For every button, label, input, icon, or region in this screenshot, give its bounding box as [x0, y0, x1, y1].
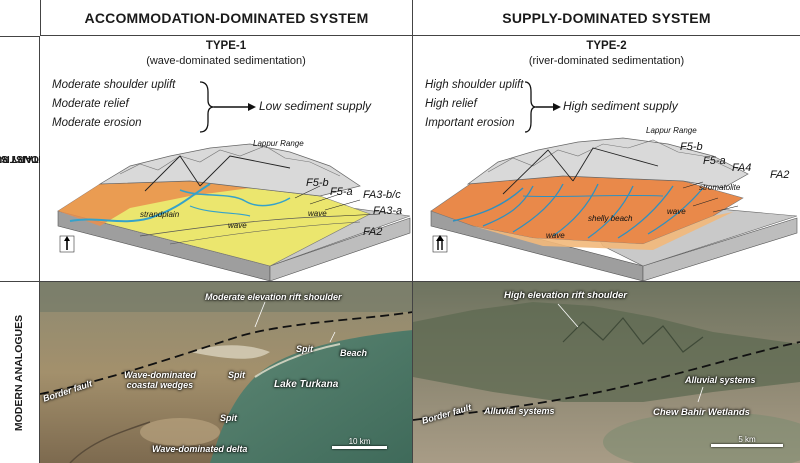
type1-condition-2: Moderate relief: [52, 98, 129, 110]
right-scale-text: 5 km: [738, 435, 756, 444]
type2-stromatolite: stromatolite: [699, 183, 741, 192]
type1-strandplain: strandplain: [140, 210, 180, 219]
type2-block-diagram: [430, 137, 798, 281]
type1-conditions: Moderate shoulder uplift Moderate relief…: [52, 76, 175, 133]
left-lake-name: Lake Turkana: [274, 379, 339, 390]
type2-wave-1: wave: [546, 231, 565, 240]
type1-lappur-range: Lappur Range: [253, 139, 304, 148]
photo-lake-turkana: Moderate elevation rift shoulder Beach B…: [40, 282, 413, 463]
type1-f5a: F5-a: [330, 186, 353, 198]
type1-wave-2: wave: [308, 209, 327, 218]
right-scale-line: [711, 444, 783, 447]
type2-condition-1: High shoulder uplift: [425, 79, 524, 91]
type1-fa2: FA2: [363, 226, 383, 238]
type1-wave-1: wave: [228, 221, 247, 230]
row-label-bottom-text: MODERN ANALOGUES: [13, 314, 26, 431]
left-rift-shoulder: Moderate elevation rift shoulder: [205, 292, 342, 302]
photo-chew-bahir-image: [413, 282, 800, 463]
type2-f5b: F5-b: [680, 141, 703, 153]
right-wetlands: Chew Bahir Wetlands: [653, 407, 750, 418]
type2-brace-arrow: [524, 81, 561, 133]
left-wedges-line1: Wave-dominated: [124, 370, 196, 380]
left-wedges-line2: coastal wedges: [126, 380, 194, 390]
type2-fa4: FA4: [732, 162, 752, 174]
rift-pointer-left: [254, 301, 336, 343]
type2-lappur-range: Lappur Range: [646, 126, 697, 135]
type2-condition-2: High relief: [425, 98, 477, 110]
type1-panel: TYPE-1 (wave-dominated sedimentation) Mo…: [40, 36, 413, 282]
type2-condition-3: Important erosion: [425, 117, 515, 129]
left-delta: Wave-dominated delta: [152, 444, 248, 454]
type1-block-diagram: [57, 143, 411, 281]
left-wedges: Wave-dominated coastal wedges: [124, 370, 196, 390]
left-scale-line: [332, 446, 387, 449]
type2-result: High sediment supply: [563, 99, 678, 113]
header-right-text: SUPPLY-DOMINATED SYSTEM: [502, 9, 711, 26]
type2-shelly-beach: shelly beach: [588, 214, 633, 223]
header-left: ACCOMMODATION-DOMINATED SYSTEM: [40, 0, 413, 36]
right-scale-bar: 5 km: [711, 435, 783, 447]
type1-condition-3: Moderate erosion: [52, 117, 142, 129]
type2-subtitle: (river-dominated sedimentation): [528, 55, 685, 67]
type1-fa3bc: FA3-b/c: [363, 189, 401, 201]
left-spit-3: Spit: [220, 413, 237, 423]
header-left-text: ACCOMMODATION-DOMINATED SYSTEM: [84, 9, 369, 26]
left-spit-2: Spit: [228, 370, 245, 380]
header-right: SUPPLY-DOMINATED SYSTEM: [413, 0, 800, 36]
type2-f5a: F5-a: [703, 155, 726, 167]
type1-condition-1: Moderate shoulder uplift: [52, 79, 176, 91]
type1-brace-arrow: [199, 81, 256, 133]
type2-wave-2: wave: [667, 207, 686, 216]
right-alluvial-1: Alluvial systems: [685, 375, 756, 385]
type1-subtitle: (wave-dominated sedimentation): [146, 55, 306, 67]
left-spit-1: Spit: [296, 344, 313, 354]
photo-lake-turkana-image: [40, 282, 412, 463]
left-scale-text: 10 km: [348, 437, 371, 446]
photo-chew-bahir: High elevation rift shoulder Border faul…: [413, 282, 800, 463]
right-alluvial-2: Alluvial systems: [484, 406, 555, 416]
type2-conditions: High shoulder uplift High relief Importa…: [425, 76, 523, 133]
left-beach: Beach: [340, 348, 368, 358]
type1-result: Low sediment supply: [259, 99, 372, 113]
row-label-top: RECONSTRUCTEDSEDIMENTARY SYSTEM: [0, 36, 86, 282]
right-rift-shoulder: High elevation rift shoulder: [504, 290, 627, 301]
type1-fa3a: FA3-a: [373, 205, 403, 217]
left-scale-bar: 10 km: [332, 437, 387, 449]
type1-f5b: F5-b: [306, 177, 329, 189]
type2-fa2: FA2: [770, 169, 790, 181]
type2-panel: TYPE-2 (river-dominated sedimentation) H…: [413, 36, 800, 282]
type1-title: TYPE-1: [205, 40, 247, 52]
rift-pointer-right: [557, 303, 704, 403]
row-label-bottom: MODERN ANALOGUES: [0, 282, 40, 463]
type2-title: TYPE-2: [586, 40, 627, 52]
